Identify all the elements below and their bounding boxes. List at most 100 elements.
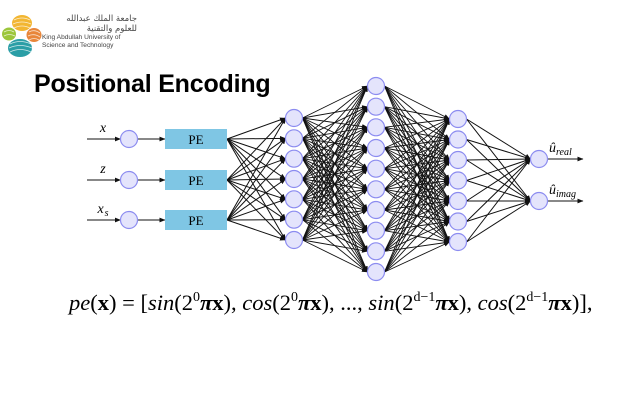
edge-hidden-to-hidden: [384, 118, 450, 273]
hidden-node-layer-2: [366, 118, 386, 137]
edge-hidden-to-hidden: [302, 229, 368, 241]
input-node: [119, 210, 139, 230]
hidden-node-layer-1: [284, 108, 304, 128]
formula-arg: x: [97, 290, 109, 315]
hidden-node-layer-2: [366, 76, 386, 96]
edge-hidden-to-hidden: [302, 85, 368, 159]
hidden-node-layer-3: [448, 109, 468, 129]
edge-hidden-to-hidden: [302, 85, 368, 200]
edge-pe-to-hidden: [226, 117, 286, 221]
input-label: xs: [96, 202, 108, 219]
edge-hidden-to-output: [466, 158, 531, 243]
edge-pe-to-hidden: [226, 198, 286, 221]
formula-var: x: [447, 290, 459, 315]
edge-hidden-to-hidden: [302, 239, 368, 273]
pe-box: [165, 210, 227, 230]
input-node: [119, 170, 139, 190]
edge-hidden-to-hidden: [384, 159, 450, 273]
edge-hidden-to-hidden: [384, 117, 450, 128]
edge-hidden-to-hidden: [384, 118, 450, 190]
formula-term2-exp: 0: [291, 290, 298, 305]
pe-box: [165, 129, 227, 149]
edge-pe-to-hidden: [226, 135, 286, 141]
pe-box-label: PE: [188, 213, 203, 228]
edge-hidden-to-output: [466, 158, 531, 202]
formula-term2-fn: cos: [242, 290, 273, 315]
edge-hidden-to-hidden: [384, 118, 450, 252]
network-edges: [226, 85, 531, 273]
formula-base: 2: [279, 290, 291, 315]
logo-arabic-line1: جامعة الملك عبدالله: [66, 14, 137, 24]
edge-hidden-to-output: [466, 200, 531, 243]
formula-term1-exp: 0: [192, 290, 200, 305]
formula-base: 2: [515, 290, 527, 315]
formula-close: )],: [571, 290, 593, 315]
edge-hidden-to-hidden: [384, 85, 450, 120]
io-arrows: [87, 136, 584, 223]
formula-var: x: [212, 290, 224, 315]
edge-hidden-to-output: [466, 139, 531, 160]
edge-hidden-to-output: [466, 118, 531, 160]
edge-hidden-to-hidden: [384, 118, 450, 170]
edge-hidden-to-hidden: [384, 118, 450, 211]
formula-ellipsis: ), ...,: [321, 290, 369, 315]
edge-hidden-to-hidden: [384, 106, 450, 121]
edge-hidden-to-hidden: [302, 209, 368, 241]
edge-hidden-to-output: [466, 200, 531, 222]
logo-pebble-teal: [8, 39, 32, 57]
edge-hidden-to-output: [466, 158, 531, 181]
edge-pe-to-hidden: [226, 158, 286, 221]
edge-hidden-to-hidden: [302, 85, 368, 220]
edge-pe-to-hidden: [226, 178, 286, 221]
hidden-node-layer-2: [366, 242, 386, 261]
pe-box-label: PE: [188, 132, 203, 147]
edge-hidden-to-hidden: [384, 200, 450, 273]
edge-hidden-to-hidden: [302, 147, 368, 241]
hidden-node-layer-1: [284, 149, 304, 168]
hidden-node-layer-2: [366, 262, 386, 282]
formula-term3-exp: d−1: [413, 290, 436, 305]
formula-base: 2: [402, 290, 414, 315]
input-node: [119, 129, 139, 149]
logo-pebble-green: [2, 27, 16, 41]
slide-title: Positional Encoding: [34, 70, 271, 98]
edge-hidden-to-hidden: [302, 85, 368, 180]
hidden-node-layer-2: [366, 159, 386, 178]
edge-hidden-to-output: [466, 158, 531, 222]
logo-english-line1: King Abdullah University of: [42, 34, 121, 41]
hidden-node-layer-2: [366, 97, 386, 116]
formula-base: 2: [181, 290, 193, 315]
formula-sep: ),: [458, 290, 478, 315]
formula-var: x: [310, 290, 322, 315]
pe-box-label: PE: [188, 173, 203, 188]
formula-pi: π: [298, 290, 311, 315]
hidden-node-layer-2: [366, 200, 386, 220]
input-label: z: [99, 162, 106, 177]
edge-hidden-to-hidden: [384, 118, 450, 231]
formula-fn-name: pe: [69, 290, 91, 315]
hidden-node-layer-3: [448, 232, 468, 252]
logo-arabic-line2: للعلوم والتقنية: [86, 24, 137, 34]
network-nodes: [119, 76, 549, 282]
edge-hidden-to-hidden: [302, 126, 368, 241]
hidden-node-layer-3: [448, 171, 468, 190]
edge-hidden-to-hidden: [302, 85, 368, 139]
formula-term4-exp: d−1: [526, 290, 549, 305]
edge-pe-to-hidden: [226, 219, 286, 241]
edge-pe-to-hidden: [226, 137, 286, 181]
edge-hidden-to-hidden: [302, 106, 368, 241]
formula-term1-fn: sin: [147, 290, 175, 315]
edge-hidden-to-hidden: [302, 85, 368, 241]
edge-pe-to-hidden: [226, 117, 286, 181]
positional-encoding-formula: pe(x) = [sin(20πx), cos(20πx), ..., sin(…: [69, 290, 593, 315]
formula-term4-fn: cos: [477, 290, 508, 315]
hidden-node-layer-1: [284, 169, 304, 189]
hidden-node-layer-1: [284, 210, 304, 229]
kaust-logo: جامعة الملك عبدالله للعلوم والتقنية King…: [0, 10, 160, 60]
input-label: x: [99, 121, 107, 136]
hidden-node-layer-2: [366, 180, 386, 199]
formula-pi: π: [435, 290, 448, 315]
formula-eq: = [: [116, 290, 148, 315]
output-node: [529, 191, 549, 211]
